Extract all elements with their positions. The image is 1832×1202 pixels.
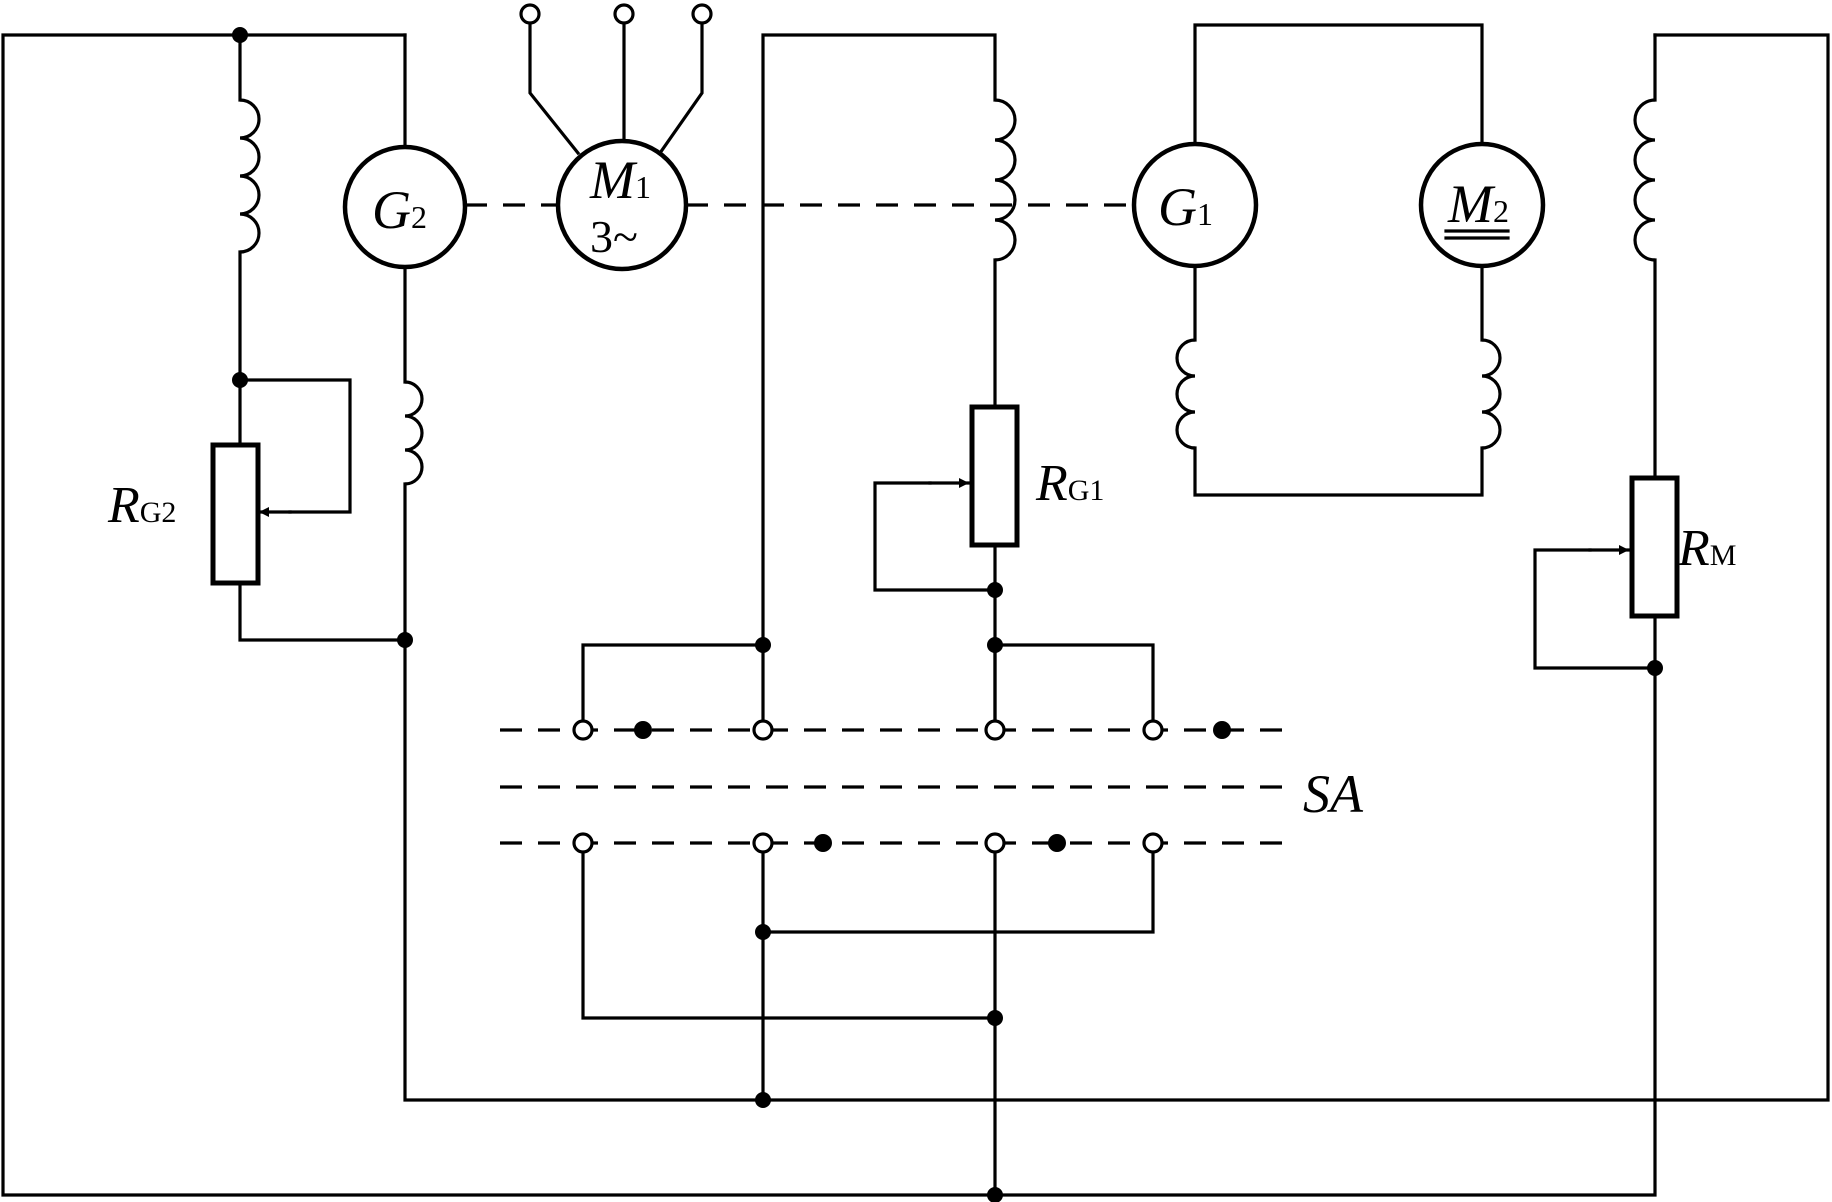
m2-series-coil — [1481, 338, 1502, 450]
supply-terminal-l2[interactable] — [613, 3, 635, 25]
sa-switch[interactable]: SA — [500, 637, 1364, 1202]
g2-label: G2 — [372, 180, 427, 240]
g1-label: G1 — [1158, 177, 1213, 237]
sa-contact-upper-4 — [984, 719, 1006, 741]
sa-contact-lower-6 — [1142, 832, 1164, 854]
sa-contact-upper-2 — [634, 721, 652, 739]
sa-contact-lower-1 — [572, 832, 594, 854]
sa-contact-lower-4 — [984, 832, 1006, 854]
rg1-label: RG1 — [1035, 455, 1104, 512]
g1-field-circuit: RG1 — [761, 33, 1104, 722]
g2-armature-branch: G2 — [342, 33, 1830, 1102]
supply-terminal-l1[interactable] — [519, 3, 541, 25]
m2-field-coil — [1633, 98, 1656, 262]
g1-series-coil — [1175, 338, 1196, 450]
m2-field-circuit: RM — [998, 33, 1736, 1197]
sa-contact-upper-3 — [752, 719, 774, 741]
rg2-label: RG2 — [107, 477, 176, 534]
g2-field-circuit: RG2 — [1, 27, 1002, 1197]
g1-field-coil — [994, 98, 1017, 262]
rg1-resistor[interactable] — [969, 404, 1020, 548]
sa-contact-lower-3 — [814, 834, 832, 852]
sa-contact-lower-5 — [1048, 834, 1066, 852]
sa-contact-upper-5 — [1142, 719, 1164, 741]
supply-terminal-l3[interactable] — [691, 3, 713, 25]
m2-label: M2 — [1447, 174, 1509, 234]
g1-m2-armature-loop: G1 M2 — [1131, 23, 1546, 497]
m1-motor: M1 3~ — [519, 3, 713, 272]
rm-label: RM — [1677, 520, 1736, 577]
sa-contact-upper-1 — [572, 719, 594, 741]
g2-field-coil — [239, 98, 261, 254]
rg2-resistor[interactable] — [210, 442, 261, 586]
g2-series-coil — [404, 380, 424, 486]
rm-resistor[interactable] — [1629, 475, 1680, 619]
sa-contact-lower-2 — [752, 832, 774, 854]
sa-contact-upper-6 — [1213, 721, 1231, 739]
m1-phase-label: 3~ — [590, 211, 638, 262]
m1-label: M1 — [589, 150, 651, 210]
sa-label: SA — [1303, 764, 1364, 824]
